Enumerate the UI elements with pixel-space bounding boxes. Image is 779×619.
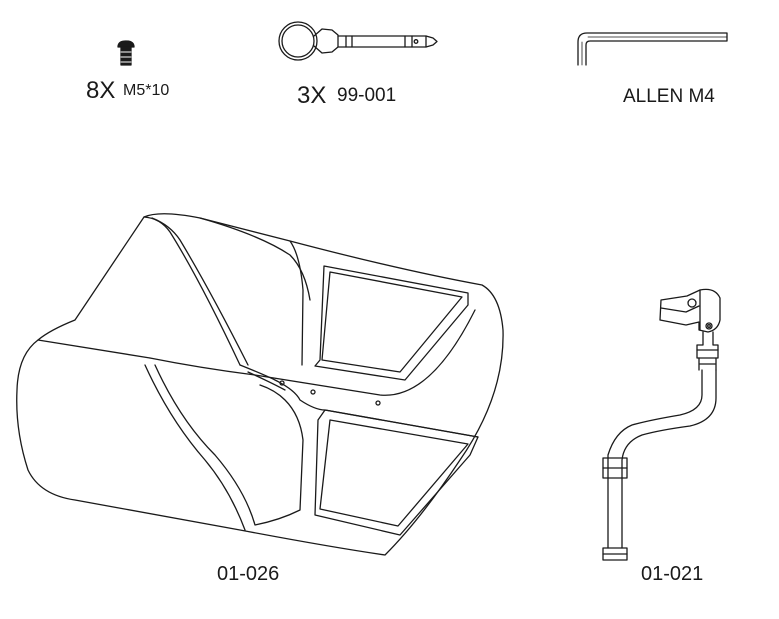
screw-quantity: 8X [86, 77, 116, 104]
allen-key-label: ALLEN M4 [623, 86, 715, 107]
ring-pin-icon [279, 22, 437, 60]
seat-shell-drawing [17, 214, 503, 555]
curved-bracket-drawing [603, 289, 720, 560]
part-number-seat: 01-026 [217, 563, 280, 585]
screw-code: M5*10 [123, 82, 170, 99]
allen-key-icon [578, 33, 727, 65]
button-head-screw-icon [118, 41, 134, 65]
pin-quantity: 3X [297, 82, 327, 109]
pin-code: 99-001 [337, 85, 397, 106]
part-number-bracket: 01-021 [641, 563, 704, 585]
